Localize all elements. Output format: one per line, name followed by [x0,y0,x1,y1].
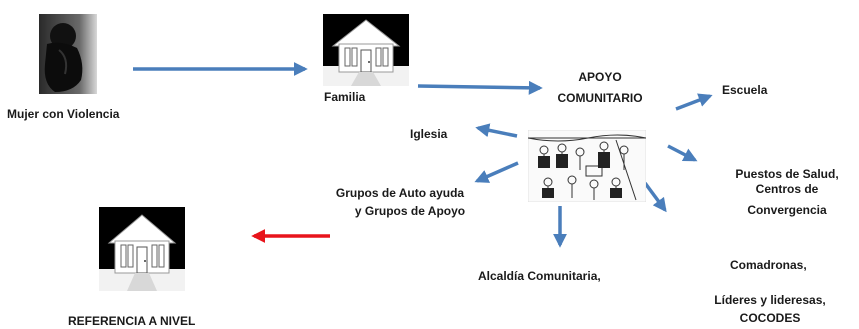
community-label-line2: COMUNITARIO [557,91,643,105]
community-drawing-icon [527,129,647,203]
arrow-to-health [667,144,698,162]
person-crouching-icon [39,14,97,94]
community-label-line1: APOYO [578,70,622,84]
midwives-label: Comadronas, [730,258,807,272]
church-label: Iglesia [410,127,448,141]
leaders-label: Líderes y lideresas, COCODES [700,293,840,326]
health-label-line2: Centros de [755,182,819,196]
groups-label-line2: y Grupos de Apoyo [354,204,466,218]
house-icon [323,14,409,86]
community-drawing [527,129,647,203]
woman-label: Mujer con Violencia [7,107,120,121]
mayor-label: Alcaldía Comunitaria, [478,269,601,283]
family-house-picture [323,14,409,86]
arrow-to-church [475,123,518,138]
house-icon [99,207,185,291]
groups-label-line1: Grupos de Auto ayuda [335,186,465,200]
leaders-label-line1: Líderes y lideresas, [714,293,826,307]
school-label: Escuela [722,83,768,97]
groups-label: Grupos de Auto ayuda y Grupos de Apoyo [320,186,480,219]
leaders-label-line2: COCODES [739,311,801,325]
arrow-to-school [675,93,713,111]
woman-picture [39,14,97,94]
arrow-to-midwives [643,181,667,213]
arrow-family-to-community [417,80,543,95]
referral-label: REFERENCIA A NIVEL [68,314,196,328]
health-label-line1: Puestos de Salud, [735,167,839,181]
health-label-line3: Convergencia [747,203,827,217]
arrow-to-groups [474,161,519,183]
community-label: APOYO COMUNITARIO [540,70,660,106]
family-label: Familia [324,90,366,104]
health-label: Puestos de Salud, Centros de Convergenci… [722,167,852,218]
referral-house-picture [99,207,185,291]
